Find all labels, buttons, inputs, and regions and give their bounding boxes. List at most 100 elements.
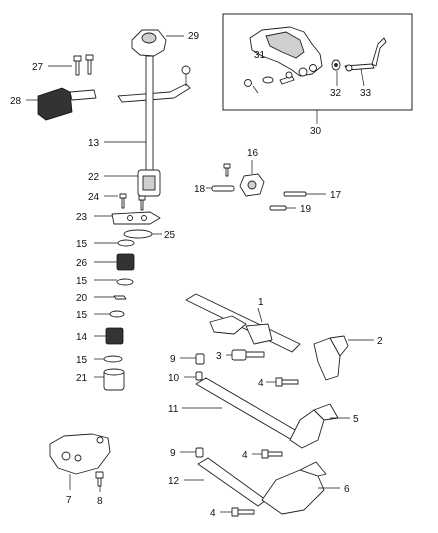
callout-16: 16 bbox=[247, 148, 259, 159]
callout-31: 31 bbox=[254, 50, 266, 61]
bolt-3-shank bbox=[245, 351, 265, 358]
plate-23-hole-b bbox=[141, 215, 147, 221]
callout-9a: 9 bbox=[170, 354, 176, 365]
assembly-30-group bbox=[222, 13, 413, 124]
ring-15d bbox=[103, 355, 123, 363]
lever-33-arm bbox=[371, 37, 387, 67]
shift-bracket-rib bbox=[265, 31, 305, 59]
leader-1 bbox=[257, 307, 263, 323]
rail-1-lug bbox=[209, 315, 247, 335]
bolt-3-head bbox=[231, 349, 247, 361]
fork-5 bbox=[289, 409, 325, 449]
pin-9b bbox=[195, 447, 204, 458]
callout-7: 7 bbox=[66, 495, 72, 506]
callout-15d: 15 bbox=[76, 355, 88, 366]
callout-5: 5 bbox=[353, 414, 359, 425]
callout-29: 29 bbox=[188, 31, 200, 42]
bracket-bushing bbox=[298, 67, 308, 77]
callout-9b: 9 bbox=[170, 448, 176, 459]
bolt-8-shank bbox=[97, 477, 102, 487]
pin-18 bbox=[211, 185, 235, 192]
callout-19: 19 bbox=[300, 204, 312, 215]
bolt-4a-shank bbox=[281, 379, 299, 385]
callout-13: 13 bbox=[88, 138, 100, 149]
callout-24: 24 bbox=[88, 192, 100, 203]
fork-6 bbox=[261, 469, 325, 515]
fork-6-tip bbox=[299, 461, 327, 477]
shift-tower-group bbox=[26, 29, 191, 391]
bracket-7-hole-c bbox=[96, 436, 104, 444]
ring-15c bbox=[109, 310, 125, 318]
callout-11: 11 bbox=[168, 404, 179, 415]
oring-25 bbox=[123, 229, 153, 239]
plate-23 bbox=[111, 211, 161, 225]
lever-33-end bbox=[345, 64, 353, 72]
pin-top bbox=[223, 163, 231, 169]
pin-9a bbox=[195, 353, 205, 365]
callout-22: 22 bbox=[88, 172, 100, 183]
bracket-7-hole-a bbox=[61, 451, 71, 461]
spring-26 bbox=[116, 253, 135, 271]
callout-32: 32 bbox=[330, 88, 342, 99]
callout-10: 10 bbox=[168, 373, 180, 384]
spring-14 bbox=[105, 327, 124, 345]
plate-23-hole-a bbox=[127, 215, 133, 221]
callout-8: 8 bbox=[97, 496, 103, 507]
leader-31 bbox=[252, 85, 259, 94]
nut-31a bbox=[244, 79, 252, 87]
callout-12: 12 bbox=[168, 476, 180, 487]
block-16-bore bbox=[247, 180, 257, 190]
lever-ball bbox=[181, 65, 191, 75]
bolt-4c-head bbox=[231, 507, 239, 517]
callout-15a: 15 bbox=[76, 239, 88, 250]
bolt-24b-shank bbox=[140, 199, 144, 211]
pin-10 bbox=[195, 371, 203, 381]
damper-28 bbox=[37, 87, 73, 121]
callout-20: 20 bbox=[76, 293, 88, 304]
damper-28-bracket bbox=[69, 89, 97, 101]
rail-12 bbox=[197, 457, 267, 507]
callout-27: 27 bbox=[32, 62, 44, 73]
bolt-17 bbox=[283, 191, 307, 197]
bolt-4a-head bbox=[275, 377, 283, 387]
nut-31b bbox=[285, 71, 293, 79]
rail-1-bracket bbox=[245, 323, 273, 345]
callout-3: 3 bbox=[216, 351, 222, 362]
bolt-27b-shank bbox=[87, 59, 92, 75]
callout-30: 30 bbox=[310, 126, 322, 137]
callout-1: 1 bbox=[258, 297, 264, 308]
callout-28: 28 bbox=[10, 96, 22, 107]
callout-2: 2 bbox=[377, 336, 383, 347]
shift-rails-group bbox=[180, 293, 374, 517]
callout-15b: 15 bbox=[76, 276, 88, 287]
clip-20 bbox=[113, 295, 127, 300]
assembly-30-frame bbox=[222, 13, 413, 111]
callout-21: 21 bbox=[76, 373, 88, 384]
callout-4c: 4 bbox=[210, 508, 216, 519]
shift-shaft-13 bbox=[145, 55, 154, 177]
bolt-27b-head bbox=[85, 54, 94, 61]
interlock-group bbox=[206, 160, 326, 211]
pin-top-shank bbox=[225, 167, 229, 177]
washer-32-hole bbox=[334, 63, 338, 67]
lever-top-bracket bbox=[117, 83, 191, 103]
bolt-19 bbox=[269, 205, 287, 211]
callout-4a: 4 bbox=[258, 378, 264, 389]
bolt-8-head bbox=[95, 471, 104, 479]
bolt-24b-head bbox=[138, 195, 146, 201]
callout-labels: 29 27 28 13 22 24 23 25 15 26 15 20 15 1… bbox=[10, 31, 383, 519]
leader-33 bbox=[360, 68, 365, 87]
callout-23: 23 bbox=[76, 212, 88, 223]
bolt-4b-head bbox=[261, 449, 269, 459]
bracket-bushing-2 bbox=[309, 64, 317, 72]
rail-11 bbox=[195, 377, 303, 441]
bracket-7 bbox=[49, 433, 111, 475]
callout-18: 18 bbox=[194, 184, 206, 195]
callout-25: 25 bbox=[164, 230, 176, 241]
callout-15c: 15 bbox=[76, 310, 88, 321]
bolt-27a-shank bbox=[75, 60, 80, 76]
lower-bracket-group bbox=[49, 433, 111, 492]
bolt-4b-shank bbox=[267, 451, 283, 457]
bracket-7-hole-b bbox=[74, 454, 82, 462]
